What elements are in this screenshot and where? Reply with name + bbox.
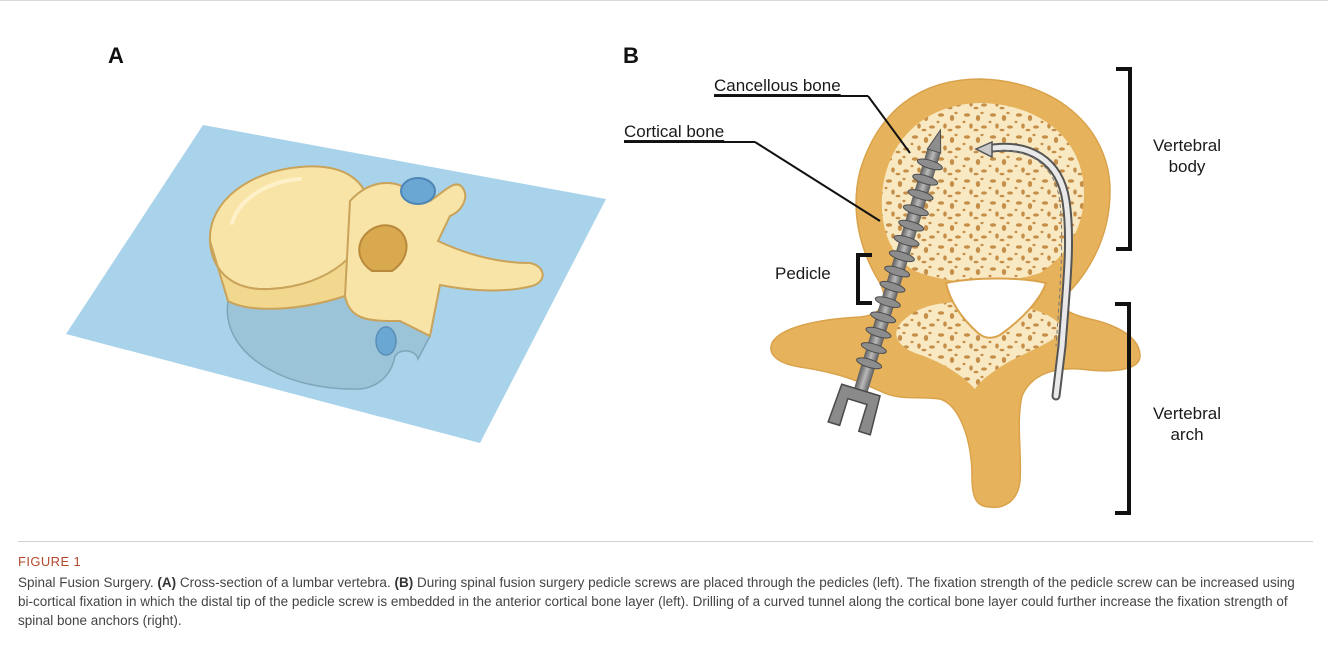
- figure-illustration: [0, 1, 1328, 541]
- caption-title: FIGURE 1: [18, 554, 1313, 569]
- caption-a-text: Cross-section of a lumbar vertebra.: [180, 575, 391, 590]
- label-cancellous-bone: Cancellous bone: [714, 75, 841, 96]
- label-vertebral-body-line1: Vertebral: [1142, 135, 1232, 156]
- articular-facet: [401, 178, 435, 204]
- label-vertebral-body: Vertebral body: [1142, 135, 1232, 177]
- figure-caption: FIGURE 1 Spinal Fusion Surgery. (A) Cros…: [18, 541, 1313, 630]
- vertebral-body-bracket: [1116, 69, 1130, 249]
- caption-intro: Spinal Fusion Surgery.: [18, 575, 154, 590]
- caption-b-tag: (B): [394, 575, 413, 590]
- label-pedicle: Pedicle: [775, 263, 831, 284]
- label-vertebral-arch-line1: Vertebral: [1142, 403, 1232, 424]
- label-vertebral-body-line2: body: [1142, 156, 1232, 177]
- caption-a-tag: (A): [157, 575, 176, 590]
- label-vertebral-arch-line2: arch: [1142, 424, 1232, 445]
- label-cortical-bone: Cortical bone: [624, 121, 724, 142]
- label-vertebral-arch: Vertebral arch: [1142, 403, 1232, 445]
- panel-a-drawing: [66, 125, 606, 443]
- caption-text: Spinal Fusion Surgery. (A) Cross-section…: [18, 573, 1313, 630]
